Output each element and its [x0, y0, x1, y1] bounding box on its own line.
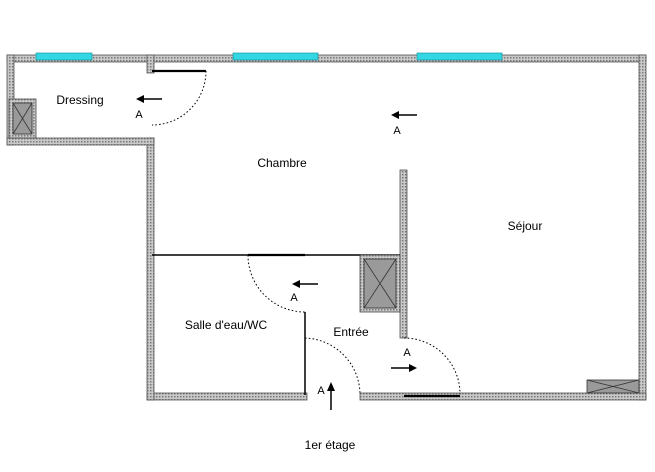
shaft-dressing — [8, 98, 37, 139]
arrow-letter-chambre: A — [393, 125, 401, 137]
room-label-dressing: Dressing — [56, 93, 103, 107]
arrow-letter-dressing: A — [135, 109, 143, 121]
arrow-letter-salle: A — [290, 292, 298, 304]
wall-sejour-partition — [399, 169, 408, 339]
door-dressing-arc — [151, 70, 207, 126]
wall-bottom-right — [359, 392, 647, 401]
shaft-center — [359, 254, 401, 313]
wall-right — [638, 54, 647, 401]
window-chambre — [232, 52, 319, 61]
arrow-entree-main — [327, 382, 335, 410]
arrow-salle — [292, 280, 318, 288]
window-dressing — [35, 52, 93, 61]
arrows — [136, 95, 417, 410]
shaft-sejour — [586, 379, 640, 394]
room-label-salle: Salle d'eau/WC — [185, 318, 268, 332]
wall-dressing-bottom — [6, 137, 155, 146]
wall-dressing-divider — [146, 54, 155, 74]
arrow-letter-entree-door: A — [403, 347, 411, 359]
arrow-entree-door — [391, 364, 417, 372]
door-arcs — [151, 70, 461, 395]
windows — [35, 52, 503, 61]
room-label-chambre: Chambre — [257, 156, 307, 170]
wall-left-main — [146, 137, 155, 401]
arrow-dressing — [136, 95, 162, 103]
door-main-arc — [304, 337, 361, 395]
shafts — [8, 98, 640, 394]
floor-caption: 1er étage — [305, 438, 356, 452]
door-entree-arc — [403, 337, 461, 395]
window-sejour — [416, 52, 503, 61]
arrow-letter-entree-main: A — [317, 385, 325, 397]
room-label-entree: Entrée — [333, 325, 369, 339]
wall-bottom-left — [146, 392, 308, 401]
arrow-chambre — [391, 111, 417, 119]
doors — [152, 69, 460, 398]
room-label-sejour: Séjour — [508, 219, 543, 233]
wall-top — [6, 54, 647, 63]
